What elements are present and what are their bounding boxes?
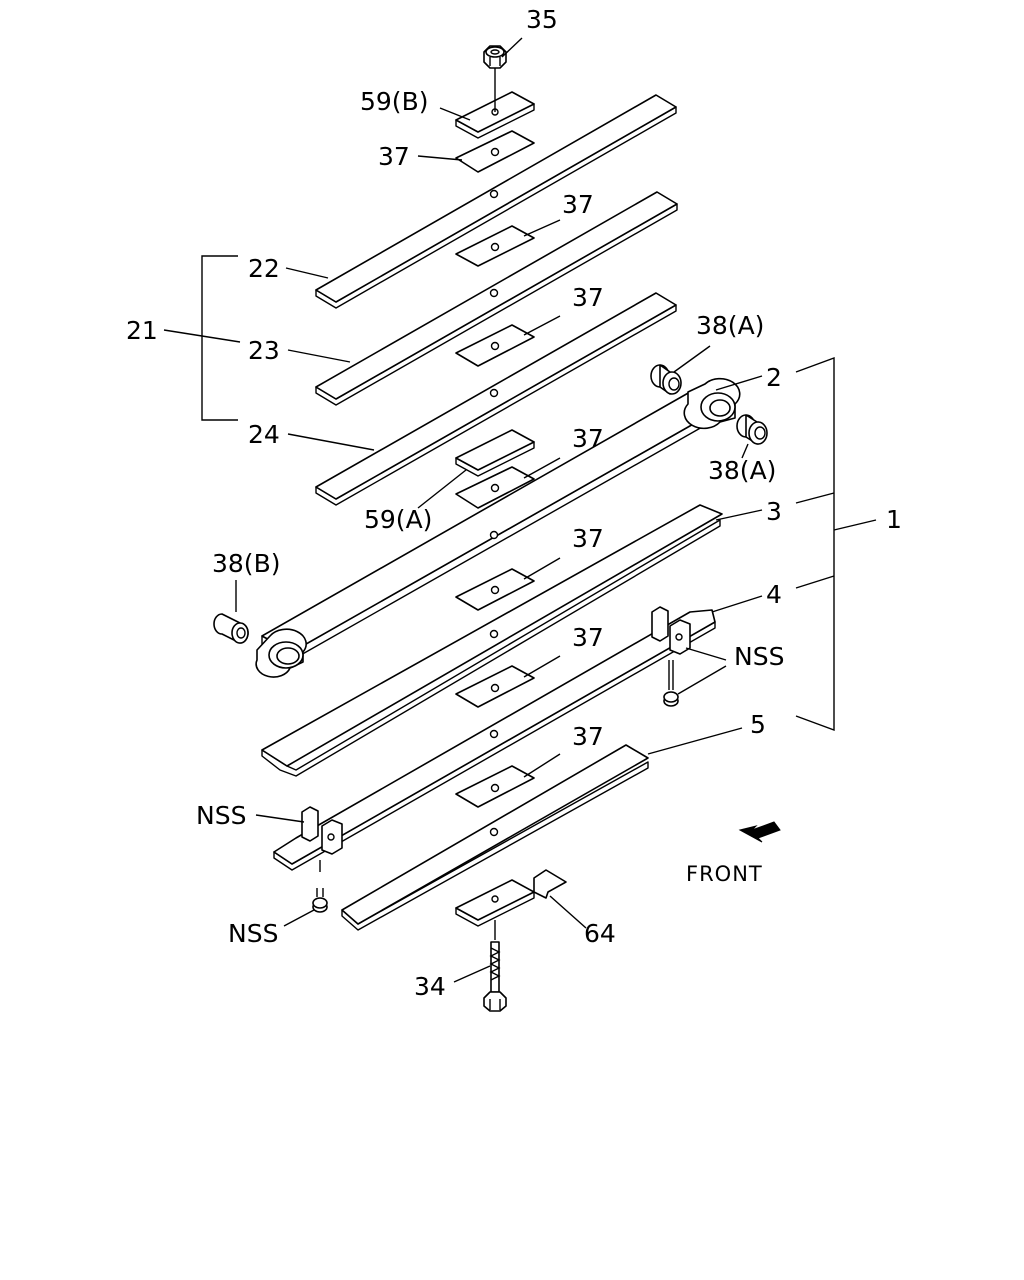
label-24: 24 <box>248 420 280 449</box>
label-38a-bottom: 38(A) <box>708 456 776 485</box>
clip-rear <box>651 606 691 655</box>
label-37-d: 37 <box>572 524 604 553</box>
front-arrow-icon <box>738 821 781 843</box>
label-5: 5 <box>750 710 766 739</box>
bushing-38a-bottom <box>736 414 768 445</box>
label-2: 2 <box>766 363 782 392</box>
label-nss-left: NSS <box>196 801 246 830</box>
label-59b: 59(B) <box>360 87 428 116</box>
label-37-c: 37 <box>572 424 604 453</box>
label-nss-right: NSS <box>734 642 784 671</box>
plate-59b <box>455 65 535 139</box>
label-21: 21 <box>126 316 158 345</box>
clip-front <box>301 806 343 855</box>
plate-59a <box>455 429 535 477</box>
callout-labels: 35 59(B) 37 37 37 37 37 37 37 22 23 24 2… <box>126 5 902 1001</box>
bracket-64 <box>455 869 567 927</box>
leaf-5 <box>341 744 649 931</box>
label-37-e: 37 <box>572 623 604 652</box>
bushing-38b <box>213 613 249 644</box>
label-3: 3 <box>766 497 782 526</box>
leaf-22 <box>315 94 677 309</box>
label-35: 35 <box>526 5 558 34</box>
label-4: 4 <box>766 580 782 609</box>
leaf-3 <box>261 504 723 777</box>
pads-37 <box>455 130 535 808</box>
label-64: 64 <box>584 919 616 948</box>
label-37-f: 37 <box>572 722 604 751</box>
nss-screw-right <box>663 660 679 707</box>
label-34: 34 <box>414 972 446 1001</box>
nut-35 <box>483 45 507 69</box>
label-nss-bottom: NSS <box>228 919 278 948</box>
nss-screw-front <box>312 860 328 913</box>
label-59a: 59(A) <box>364 505 432 534</box>
label-37-a: 37 <box>562 190 594 219</box>
leaf-23 <box>315 191 678 406</box>
label-1: 1 <box>886 505 902 534</box>
leader-lines <box>163 37 877 983</box>
label-37-b: 37 <box>572 283 604 312</box>
label-front: FRONT <box>686 862 763 886</box>
label-37-top: 37 <box>378 142 410 171</box>
leaf-4 <box>273 606 716 871</box>
label-22: 22 <box>248 254 280 283</box>
leaf-2-main <box>255 377 741 678</box>
label-38b: 38(B) <box>212 549 280 578</box>
leaf-24 <box>315 292 677 506</box>
label-38a-top: 38(A) <box>696 311 764 340</box>
bushing-38a-top <box>650 364 682 395</box>
label-23: 23 <box>248 336 280 365</box>
bolt-34 <box>483 920 507 1012</box>
